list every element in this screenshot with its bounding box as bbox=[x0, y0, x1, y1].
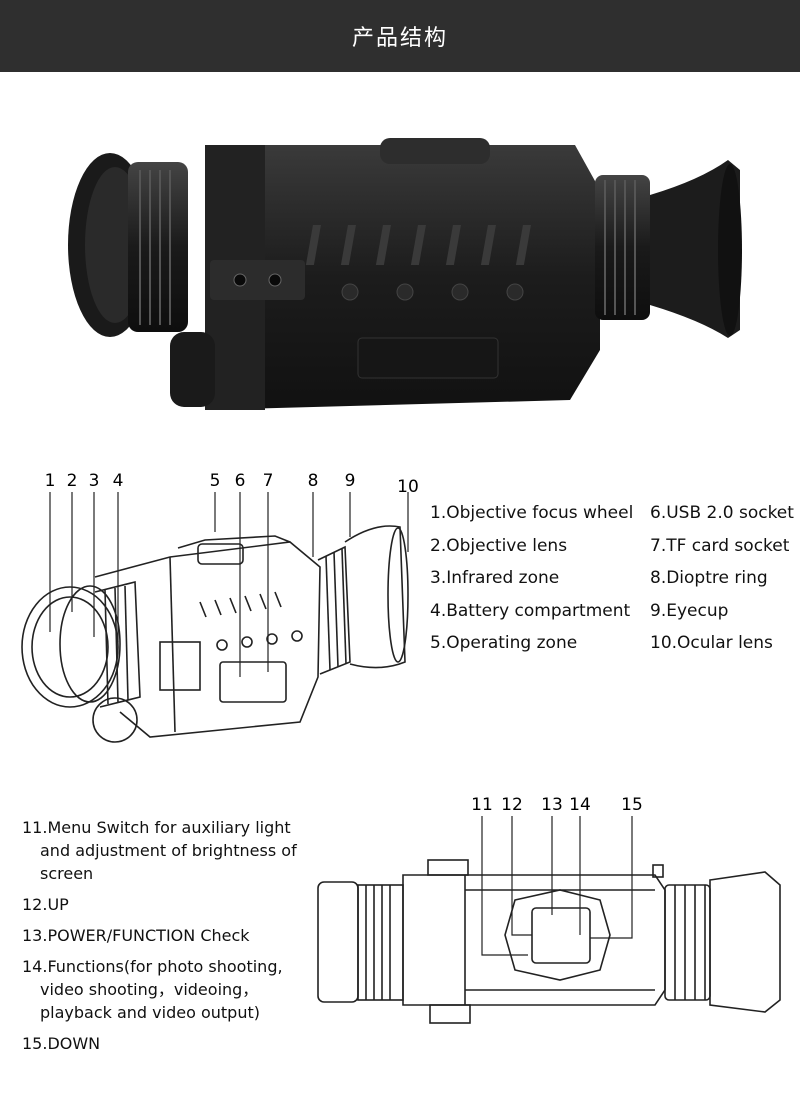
callout-6: 6 bbox=[235, 471, 246, 491]
callout-9: 9 bbox=[345, 471, 356, 491]
legend-item: 4.Battery compartment bbox=[430, 600, 631, 621]
control-item-13: 13.POWER/FUNCTION Check bbox=[22, 926, 250, 945]
page-title: 产品结构 bbox=[351, 26, 448, 51]
callout-10: 10 bbox=[397, 477, 419, 497]
callout-2: 2 bbox=[67, 471, 78, 491]
callout-8: 8 bbox=[308, 471, 319, 491]
callout-14: 14 bbox=[569, 795, 591, 815]
legend-item: 2.Objective lens bbox=[430, 535, 568, 556]
legend-item: 8.Dioptre ring bbox=[650, 568, 768, 588]
legend-item: 7.TF card socket bbox=[650, 535, 790, 556]
legend-item: 1.Objective focus wheel bbox=[430, 503, 634, 523]
legend-item: 5.Operating zone bbox=[430, 633, 578, 653]
callout-12: 12 bbox=[501, 795, 523, 815]
controls-legend: 11.Menu Switch for auxiliary light and a… bbox=[22, 816, 322, 1063]
control-item-11: 11.Menu Switch for auxiliary light and a… bbox=[22, 818, 297, 883]
legend-item: 9.Eyecup bbox=[650, 600, 729, 621]
callout-5: 5 bbox=[210, 471, 221, 491]
callout-11: 11 bbox=[471, 795, 493, 815]
legend-right: 6.USB 2.0 socket 7.TF card socket 8.Diop… bbox=[650, 497, 794, 660]
header-bar: 产品结构 bbox=[0, 0, 800, 72]
legend-left: 1.Objective focus wheel 2.Objective lens… bbox=[430, 497, 633, 660]
monocular-photo bbox=[68, 138, 742, 410]
legend-item: 3.Infrared zone bbox=[430, 568, 560, 588]
callout-1: 1 bbox=[45, 471, 56, 491]
monocular-line-drawing: 1 2 3 4 5 6 7 8 9 10 bbox=[21, 471, 419, 743]
control-pad-drawing: 11 12 13 14 15 bbox=[317, 795, 781, 1024]
control-item-12: 12.UP bbox=[22, 895, 69, 914]
callout-3: 3 bbox=[89, 471, 100, 491]
control-item-15: 15.DOWN bbox=[22, 1034, 101, 1053]
control-item-14: 14.Functions(for photo shooting, video s… bbox=[22, 957, 283, 1022]
legend-item: 10.Ocular lens bbox=[650, 633, 773, 653]
callout-7: 7 bbox=[263, 471, 274, 491]
callout-4: 4 bbox=[113, 471, 124, 491]
callout-13: 13 bbox=[541, 795, 563, 815]
legend-item: 6.USB 2.0 socket bbox=[650, 503, 794, 523]
callout-15: 15 bbox=[621, 795, 643, 815]
